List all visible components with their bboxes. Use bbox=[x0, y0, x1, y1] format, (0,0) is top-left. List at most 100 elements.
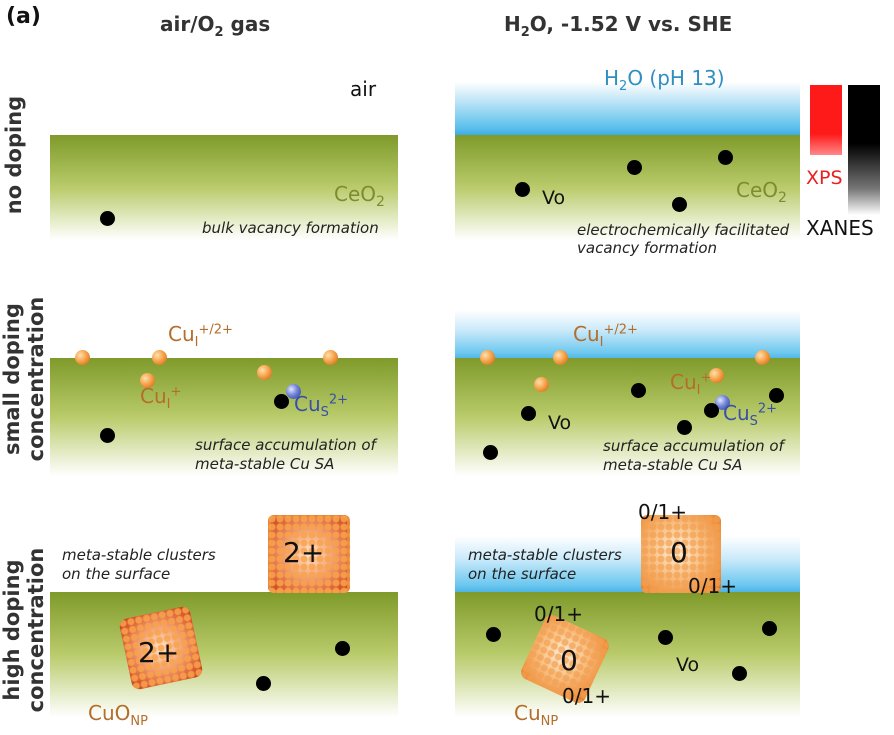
cu-s-label-water: CuS2+ bbox=[723, 401, 777, 429]
cu-s-atom bbox=[715, 395, 730, 410]
cu-atom bbox=[152, 350, 167, 365]
cu-atom bbox=[755, 350, 770, 365]
column-title-air: air/O2 gas bbox=[160, 12, 270, 40]
row-title-no-doping-text: no doping bbox=[2, 95, 26, 215]
cu-i-label-plus-main: Cu bbox=[140, 384, 167, 408]
ceo2-slab-air-small-doping bbox=[50, 358, 398, 476]
column-title-air-sub: 2 bbox=[214, 25, 224, 40]
clusters-caption-air-2: on the surface bbox=[62, 565, 171, 583]
cu-np-ox-bottom: 0/1+ bbox=[562, 684, 611, 708]
cuo-np-label: CuONP bbox=[88, 701, 148, 729]
vo-label: Vo bbox=[676, 654, 700, 676]
clusters-caption-water-2: on the surface bbox=[468, 565, 577, 583]
cu-s-label-sub: S bbox=[320, 405, 329, 420]
water-label-sub: 2 bbox=[619, 79, 628, 94]
vacancy-dot bbox=[658, 630, 673, 645]
vacancy-dot bbox=[718, 150, 733, 165]
vacancy-dot bbox=[483, 445, 498, 460]
cu-i-label-mixed-water-sub: I bbox=[599, 335, 604, 350]
vacancy-dot bbox=[486, 627, 501, 642]
row-title-high-doping-line2: concentration bbox=[24, 547, 48, 713]
surface-acc-caption-air-2: meta-stable Cu SA bbox=[195, 455, 335, 473]
vacancy-dot bbox=[762, 621, 777, 636]
clusters-caption-water-1: meta-stable clusters bbox=[468, 546, 622, 564]
cu-i-label-mixed-water-sup: +/2+ bbox=[603, 322, 638, 338]
cuo-np-ox: 2+ bbox=[138, 636, 180, 669]
vacancy-dot bbox=[256, 676, 271, 691]
cu-np-ox: 0 bbox=[560, 644, 578, 677]
ceo2-slab-water-small-doping bbox=[455, 358, 800, 476]
column-title-air-main: air/O bbox=[160, 12, 215, 36]
cuo-np-label-sub: NP bbox=[130, 714, 148, 729]
water-label-h: H bbox=[604, 66, 620, 90]
cu-atom bbox=[709, 368, 724, 383]
vacancy-dot bbox=[732, 666, 747, 681]
row-title-high-doping-line1: high doping bbox=[0, 559, 24, 701]
cu-atom bbox=[480, 350, 495, 365]
clusters-caption-air-1: meta-stable clusters bbox=[62, 546, 216, 564]
cu-s-atom bbox=[286, 384, 301, 399]
cu-atom bbox=[75, 350, 90, 365]
vacancy-dot bbox=[100, 428, 115, 443]
vacancy-dot bbox=[672, 197, 687, 212]
cu-np-label-main: Cu bbox=[514, 701, 541, 725]
cu-s-label: CuS2+ bbox=[294, 392, 348, 420]
vacancy-dot bbox=[521, 406, 536, 421]
cu-i-label-mixed-main: Cu bbox=[168, 322, 195, 346]
cu-i-label-plus-water-sup: + bbox=[700, 370, 712, 386]
ceo2-label-air-sub: 2 bbox=[376, 194, 385, 210]
surface-acc-caption-water-2: meta-stable Cu SA bbox=[603, 456, 743, 474]
cu-atom bbox=[534, 377, 549, 392]
cu-i-label-plus-water-main: Cu bbox=[670, 370, 697, 394]
cu-surface-cluster-ox-bottom: 0/1+ bbox=[688, 574, 737, 598]
row-title-small-doping-line1: small doping bbox=[0, 303, 24, 455]
cu-atom bbox=[553, 350, 568, 365]
water-label: H2O (pH 13) bbox=[604, 66, 725, 94]
cu-atom bbox=[140, 373, 155, 388]
air-label: air bbox=[350, 77, 377, 101]
vacancy-dot bbox=[631, 383, 646, 398]
column-title-water-sub: 2 bbox=[520, 25, 530, 40]
vacancy-dot bbox=[677, 420, 692, 435]
ceo2-label-water: CeO2 bbox=[736, 178, 787, 206]
cu-atom bbox=[323, 350, 338, 365]
cu-s-label-water-sup: 2+ bbox=[757, 401, 778, 417]
cu-s-label-water-main: Cu bbox=[723, 401, 750, 425]
cu-i-label-plus-water: CuI+ bbox=[670, 370, 711, 398]
cu-np-ox-top: 0/1+ bbox=[534, 602, 583, 626]
column-title-water-rest: O, -1.52 V vs. SHE bbox=[529, 12, 733, 36]
cu-i-label-mixed-sup: +/2+ bbox=[198, 322, 233, 338]
surface-acc-caption-water-1: surface accumulation of bbox=[603, 437, 784, 455]
cu-surface-cluster-ox-top: 0/1+ bbox=[638, 500, 687, 524]
water-layer-small-doping bbox=[455, 310, 800, 360]
xps-label: XPS bbox=[806, 167, 843, 189]
row-title-small-doping-line2: concentration bbox=[24, 296, 48, 462]
cuo-surface-cluster-ox: 2+ bbox=[283, 536, 325, 569]
vacancy-dot bbox=[704, 403, 719, 418]
cu-i-label-mixed-water-main: Cu bbox=[573, 322, 600, 346]
bulk-vacancy-caption: bulk vacancy formation bbox=[202, 219, 379, 237]
cu-s-label-sup: 2+ bbox=[328, 392, 349, 408]
column-title-water-h: H bbox=[504, 12, 521, 36]
ceo2-label-water-sub: 2 bbox=[778, 190, 787, 206]
vacancy-dot bbox=[274, 394, 289, 409]
ceo2-label-air: CeO2 bbox=[334, 182, 385, 210]
panel-label: (a) bbox=[6, 4, 41, 29]
cu-atom bbox=[257, 365, 272, 380]
xanes-bar bbox=[848, 85, 880, 215]
xps-bar bbox=[810, 85, 842, 155]
cu-i-label-plus: CuI+ bbox=[140, 384, 181, 412]
row-title-small-doping: small doping concentration bbox=[0, 284, 48, 474]
vacancy-dot bbox=[627, 160, 642, 175]
ceo2-slab-water-no-doping bbox=[455, 135, 800, 240]
cuo-np-label-main: CuO bbox=[88, 701, 131, 725]
ceo2-slab-water-high-doping bbox=[455, 592, 800, 717]
vacancy-dot bbox=[335, 641, 350, 656]
cu-np-label: CuNP bbox=[514, 701, 558, 729]
cu-i-label-mixed-water: CuI+/2+ bbox=[573, 322, 638, 350]
ceo2-label-water-main: CeO bbox=[736, 178, 779, 202]
water-layer-no-doping bbox=[455, 82, 800, 136]
vacancy-dot bbox=[769, 388, 784, 403]
vo-label: Vo bbox=[542, 187, 566, 209]
cu-i-label-plus-sub: I bbox=[166, 397, 171, 412]
